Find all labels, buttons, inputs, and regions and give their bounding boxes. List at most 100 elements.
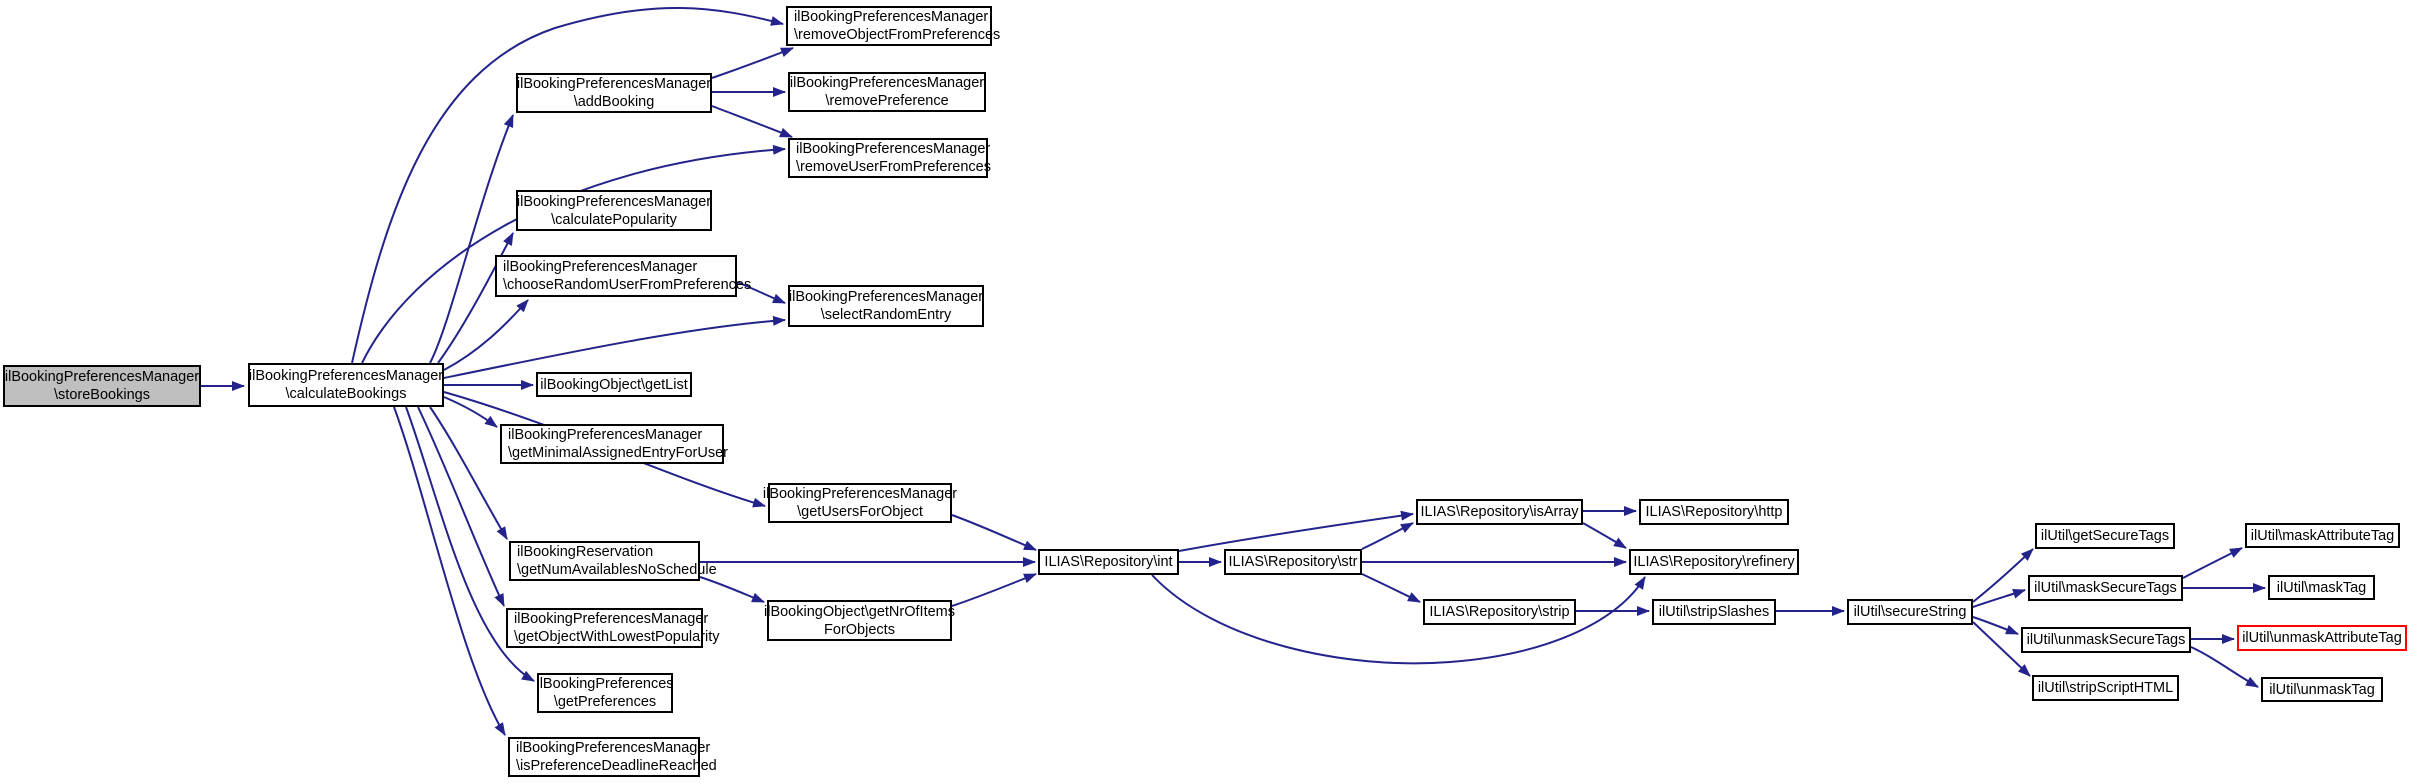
- edge-calculateBookings-to-getObjectWithLowestPopularity: [417, 406, 505, 607]
- edge-calculateBookings-to-isPreferenceDeadlineReached: [393, 406, 506, 736]
- node-label-line: ilBookingReservation: [517, 544, 654, 560]
- node-label-line: ilUtil\unmaskTag: [2269, 681, 2375, 698]
- edge-unmaskSecureTags-to-unmaskTag: [2190, 646, 2259, 688]
- edge-secureString-to-getSecureTags: [1972, 548, 2034, 603]
- node-label-line: \getObjectWithLowestPopularity: [514, 629, 720, 645]
- edge-addBooking-to-removeObjectFromPreferences: [711, 47, 794, 79]
- node-label-line: \selectRandomEntry: [820, 307, 952, 323]
- node-label-line: \chooseRandomUserFromPreferences: [503, 277, 752, 293]
- node-getList[interactable]: ilBookingObject\getList: [536, 372, 692, 397]
- node-stripSlashes[interactable]: ilUtil\stripSlashes: [1652, 599, 1776, 625]
- node-label-line: ilUtil\secureString: [1853, 604, 1967, 620]
- node-getSecureTags[interactable]: ilUtil\getSecureTags: [2035, 523, 2175, 549]
- node-maskAttributeTag[interactable]: ilUtil\maskAttributeTag: [2245, 523, 2400, 548]
- node-calculatePopularity[interactable]: ilBookingPreferencesManager \calculatePo…: [516, 190, 712, 231]
- edge-calculateBookings-to-removeObjectFromPreferences: [351, 7, 784, 364]
- node-maskSecureTags[interactable]: ilUtil\maskSecureTags: [2028, 575, 2183, 601]
- edge-getUsersForObject-to-int: [951, 514, 1037, 551]
- node-label-line: ilUtil\unmaskAttributeTag: [2242, 630, 2402, 646]
- node-getMinimalAssignedEntryForUser[interactable]: ilBookingPreferencesManager \getMinimalA…: [500, 424, 728, 464]
- node-label-line: \storeBookings: [54, 387, 150, 403]
- node-label-line: ilUtil\stripSlashes: [1658, 604, 1770, 620]
- edge-secureString-to-maskSecureTags: [1972, 589, 2026, 608]
- node-label-line: ilBookingPreferences: [536, 676, 674, 692]
- node-label-line: ilBookingPreferencesManager: [4, 369, 200, 385]
- node-ilias-repository-strip[interactable]: ILIAS\Repository\strip: [1423, 599, 1576, 625]
- node-label-line: ilBookingPreferencesManager: [516, 193, 712, 210]
- node-label-line: ILIAS\Repository\strip: [1429, 604, 1570, 620]
- node-label-line: ilBookingPreferencesManager: [789, 75, 985, 91]
- node-getObjectWithLowestPopularity[interactable]: ilBookingPreferencesManager \getObjectWi…: [506, 608, 720, 648]
- node-label-line: ilUtil\unmaskSecureTags: [2026, 632, 2186, 648]
- node-storeBookings[interactable]: ilBookingPreferencesManager \storeBookin…: [3, 365, 201, 407]
- node-label-line: \getPreferences: [553, 694, 657, 710]
- edge-addBooking-to-removeUserFromPreferences: [711, 105, 793, 138]
- node-secureString[interactable]: ilUtil\secureString: [1847, 599, 1973, 625]
- node-chooseRandomUserFromPreferences[interactable]: ilBookingPreferencesManager \chooseRando…: [495, 255, 751, 297]
- node-label-line: ilBookingPreferencesManager: [788, 289, 984, 305]
- node-removePreference[interactable]: ilBookingPreferencesManager \removePrefe…: [788, 72, 986, 112]
- node-ilias-repository-refinery[interactable]: ILIAS\Repository\refinery: [1629, 549, 1799, 575]
- node-removeUserFromPreferences[interactable]: ilBookingPreferencesManager \removeUserF…: [788, 138, 991, 178]
- node-unmaskSecureTags[interactable]: ilUtil\unmaskSecureTags: [2021, 627, 2191, 653]
- node-label-line: ilBookingPreferencesManager: [516, 740, 711, 756]
- node-label-line: ilBookingObject\getNrOfItems: [764, 603, 955, 620]
- node-unmaskTag[interactable]: ilUtil\unmaskTag: [2261, 677, 2383, 702]
- node-ilias-repository-http[interactable]: ILIAS\Repository\http: [1639, 499, 1789, 525]
- node-selectRandomEntry[interactable]: ilBookingPreferencesManager \selectRando…: [788, 285, 984, 327]
- edge-calculateBookings-to-getNumAvailablesNoSchedule: [429, 406, 508, 540]
- node-label-line: ilUtil\stripScriptHTML: [2037, 680, 2174, 696]
- node-label-line: ILIAS\Repository\str: [1228, 554, 1358, 570]
- edge-str-to-isArray: [1361, 522, 1414, 550]
- node-label-line: \addBooking: [573, 94, 655, 110]
- node-label-line: \removeObjectFromPreferences: [794, 27, 1001, 43]
- node-getNumAvailablesNoSchedule[interactable]: ilBookingReservation \getNumAvailablesNo…: [509, 541, 717, 581]
- node-getNrOfItemsForObjects[interactable]: ilBookingObject\getNrOfItems ForObjects: [764, 600, 955, 641]
- node-label-line: ILIAS\Repository\isArray: [1420, 504, 1579, 520]
- node-ilias-repository-int[interactable]: ILIAS\Repository\int: [1038, 549, 1179, 575]
- node-label-line: ilBookingPreferencesManager: [516, 76, 712, 92]
- node-label-line: ilBookingPreferencesManager: [796, 141, 991, 157]
- node-ilias-repository-isArray[interactable]: ILIAS\Repository\isArray: [1416, 499, 1583, 525]
- node-label-line: ILIAS\Repository\int: [1044, 554, 1173, 570]
- node-isPreferenceDeadlineReached[interactable]: ilBookingPreferencesManager \isPreferenc…: [508, 737, 717, 777]
- node-label-line: \calculateBookings: [285, 386, 407, 402]
- node-label-line: ilBookingPreferencesManager: [248, 368, 444, 384]
- edge-secureString-to-unmaskSecureTags: [1972, 616, 2019, 635]
- node-label-line: \getMinimalAssignedEntryForUser: [508, 445, 728, 461]
- node-label-line: ilBookingPreferencesManager: [508, 427, 703, 443]
- node-label-line: \getUsersForObject: [797, 504, 923, 520]
- node-removeObjectFromPreferences[interactable]: ilBookingPreferencesManager \removeObjec…: [786, 6, 1000, 46]
- node-label-line: ILIAS\Repository\refinery: [1633, 554, 1795, 570]
- node-calculateBookings[interactable]: ilBookingPreferencesManager \calculateBo…: [248, 363, 444, 407]
- node-addBooking[interactable]: ilBookingPreferencesManager \addBooking: [516, 73, 712, 113]
- node-ilias-repository-str[interactable]: ILIAS\Repository\str: [1224, 549, 1362, 575]
- node-label-line: ilBookingPreferencesManager: [514, 611, 709, 627]
- edge-calculateBookings-to-getMinimalAssignedEntryForUser: [443, 396, 498, 428]
- node-label-line: \calculatePopularity: [551, 211, 677, 228]
- node-maskTag[interactable]: ilUtil\maskTag: [2268, 575, 2375, 600]
- node-stripScriptHTML[interactable]: ilUtil\stripScriptHTML: [2032, 675, 2179, 701]
- edge-getNumAvailablesNoSchedule-to-getNrOfItemsForObjects: [699, 576, 765, 603]
- node-unmaskAttributeTag[interactable]: ilUtil\unmaskAttributeTag: [2237, 625, 2407, 651]
- edge-calculateBookings-to-calculatePopularity: [437, 232, 514, 364]
- node-label-line: ilUtil\maskSecureTags: [2034, 580, 2177, 596]
- node-label-line: ILIAS\Repository\http: [1645, 504, 1783, 520]
- edge-isArray-to-refinery: [1582, 522, 1627, 549]
- node-getPreferences[interactable]: ilBookingPreferences \getPreferences: [536, 673, 674, 713]
- node-label-line: \isPreferenceDeadlineReached: [516, 758, 717, 774]
- node-label-line: ilBookingObject\getList: [540, 376, 688, 393]
- node-label-line: ilUtil\maskTag: [2276, 579, 2367, 596]
- node-label-line: ForObjects: [824, 621, 895, 638]
- node-label-line: ilUtil\getSecureTags: [2040, 528, 2170, 544]
- edge-getNrOfItemsForObjects-to-int: [951, 573, 1037, 607]
- node-label-line: ilUtil\maskAttributeTag: [2250, 527, 2395, 544]
- edge-int-to-isArray: [1178, 510, 1414, 552]
- edge-calculateBookings-to-selectRandomEntry: [443, 315, 786, 379]
- edge-calculateBookings-to-addBooking: [429, 114, 514, 364]
- edge-calculateBookings-to-chooseRandomUserFromPreferences: [443, 299, 529, 371]
- edge-str-to-strip: [1361, 573, 1421, 603]
- node-getUsersForObject[interactable]: ilBookingPreferencesManager \getUsersFor…: [763, 483, 957, 523]
- node-label-line: ilBookingPreferencesManager: [762, 486, 958, 502]
